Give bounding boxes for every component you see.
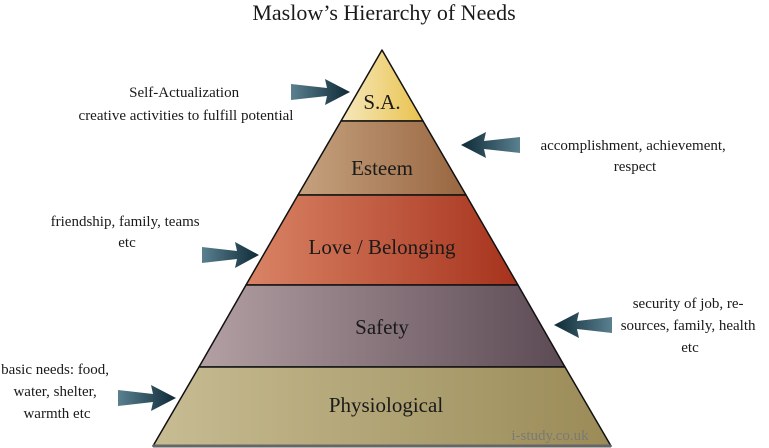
note-love: friendship, family, teams etc [51,214,204,251]
arrow-left-icon [554,312,612,338]
note-safety: security of job, re- sources, family, he… [621,296,760,356]
arrow-right-icon [118,385,176,411]
arrow-left-icon [461,132,520,158]
level-physiological-label: Physiological [329,393,443,417]
level-love-label: Love / Belonging [309,235,456,259]
note-sa: Self-Actualization creative activities t… [79,85,294,124]
note-esteem: accomplishment, achievement, respect [540,138,729,175]
note-physiological: basic needs: food, water, shelter, warmt… [1,362,113,422]
arrow-right-icon [291,79,350,105]
page-title: Maslow’s Hierarchy of Needs [252,0,515,25]
level-sa-label: S.A. [363,90,400,114]
level-safety-label: Safety [355,315,409,339]
watermark: i-study.co.uk [511,428,589,444]
level-esteem-label: Esteem [351,156,413,180]
arrow-right-icon [202,242,259,268]
